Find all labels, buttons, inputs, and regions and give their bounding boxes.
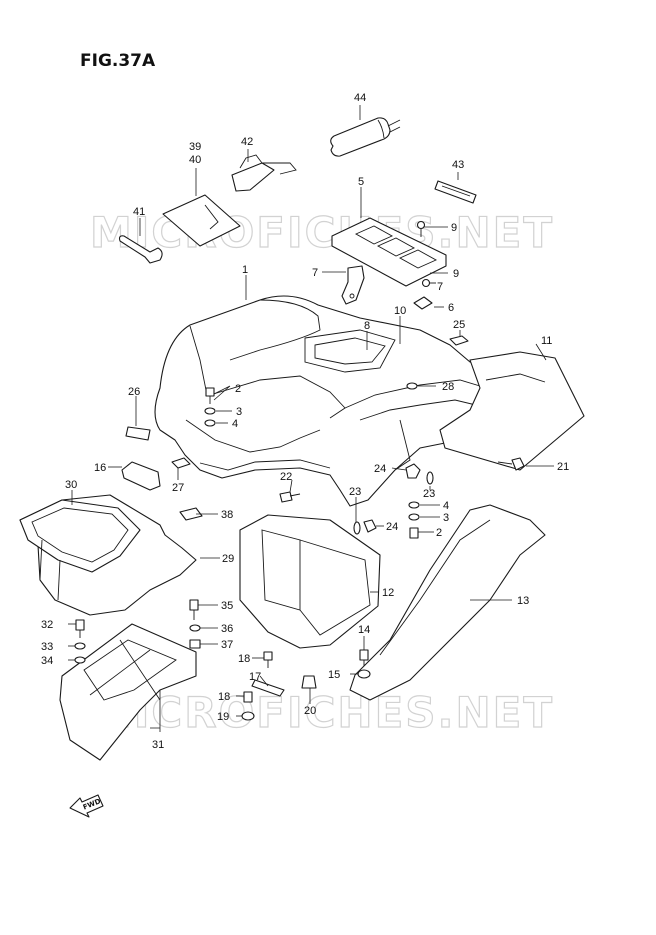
callout-18b: 18 [218,691,230,703]
callout-21: 21 [557,461,569,473]
callout-42: 42 [241,136,253,148]
part-16-cover [121,461,161,491]
callout-2b: 2 [436,527,442,539]
callout-40: 40 [189,154,201,166]
callout-32: 32 [41,619,53,631]
callout-13: 13 [517,595,529,607]
callout-33: 33 [41,641,53,653]
callout-16: 16 [94,462,106,474]
part-43-label [434,180,477,204]
callout-22: 22 [280,471,292,483]
callout-7b: 7 [437,281,443,293]
callout-41: 41 [133,206,145,218]
part-41-wrench [118,235,163,264]
callout-43: 43 [452,159,464,171]
part-7-bracket [341,265,365,305]
callout-17: 17 [249,671,261,683]
callout-3b: 3 [443,512,449,524]
callout-numbers: 44 43 42 39 40 41 5 9 7 9 7 6 1 8 10 25 … [41,92,569,751]
callout-24a: 24 [374,463,386,475]
callout-5: 5 [358,176,364,188]
callout-26: 26 [128,386,140,398]
forward-arrow-icon: FWD [69,794,104,818]
part-27-pad [171,457,191,469]
callout-23a: 23 [423,488,435,500]
part-39-40-pouch [162,194,241,247]
callout-24b: 24 [386,521,398,533]
callout-19: 19 [217,711,229,723]
part-31-guard-plate [59,623,197,761]
callout-28: 28 [442,381,454,393]
part-26-clip [125,426,151,441]
callout-10: 10 [394,305,406,317]
part-42-strap [231,154,297,192]
part-5-plate [331,217,447,287]
part-6-clip [413,296,433,310]
callout-15: 15 [328,669,340,681]
part-44-tool [330,117,401,157]
callout-44: 44 [354,92,366,104]
part-9-bolts [416,220,436,288]
callout-18a: 18 [238,653,250,665]
callout-25: 25 [453,319,465,331]
callout-23b: 23 [349,486,361,498]
callout-6: 6 [448,302,454,314]
callout-14: 14 [358,624,370,636]
part-12-inner-fender [239,514,381,649]
leader-lines [68,105,554,732]
callout-4a: 4 [232,418,238,430]
part-25-block [449,335,469,346]
callout-2a: 2 [235,383,241,395]
callout-7a: 7 [312,267,318,279]
callout-27: 27 [172,482,184,494]
callout-1: 1 [242,264,248,276]
callout-8: 8 [364,320,370,332]
callout-29: 29 [222,553,234,565]
callout-36: 36 [221,623,233,635]
callout-11: 11 [541,335,552,347]
callout-34: 34 [41,655,53,667]
callout-9b: 9 [453,268,459,280]
callout-4b: 4 [443,500,449,512]
callout-31: 31 [152,739,164,751]
figure-title: FIG.37A [80,51,156,71]
part-38-pad [179,507,203,521]
part-29-30-air-box [19,494,197,616]
callout-12: 12 [382,587,394,599]
part-13-side-trim [349,504,546,701]
callout-37: 37 [221,639,233,651]
fasteners [74,382,525,721]
callout-30: 30 [65,479,77,491]
callout-20: 20 [304,705,316,717]
callout-35: 35 [221,600,233,612]
callout-9a: 9 [451,222,457,234]
part-11-mud-flap [439,351,585,471]
callout-39: 39 [189,141,201,153]
watermark-bottom: MICROFICHES.NET [90,688,554,737]
callout-3a: 3 [236,406,242,418]
callout-38: 38 [221,509,233,521]
